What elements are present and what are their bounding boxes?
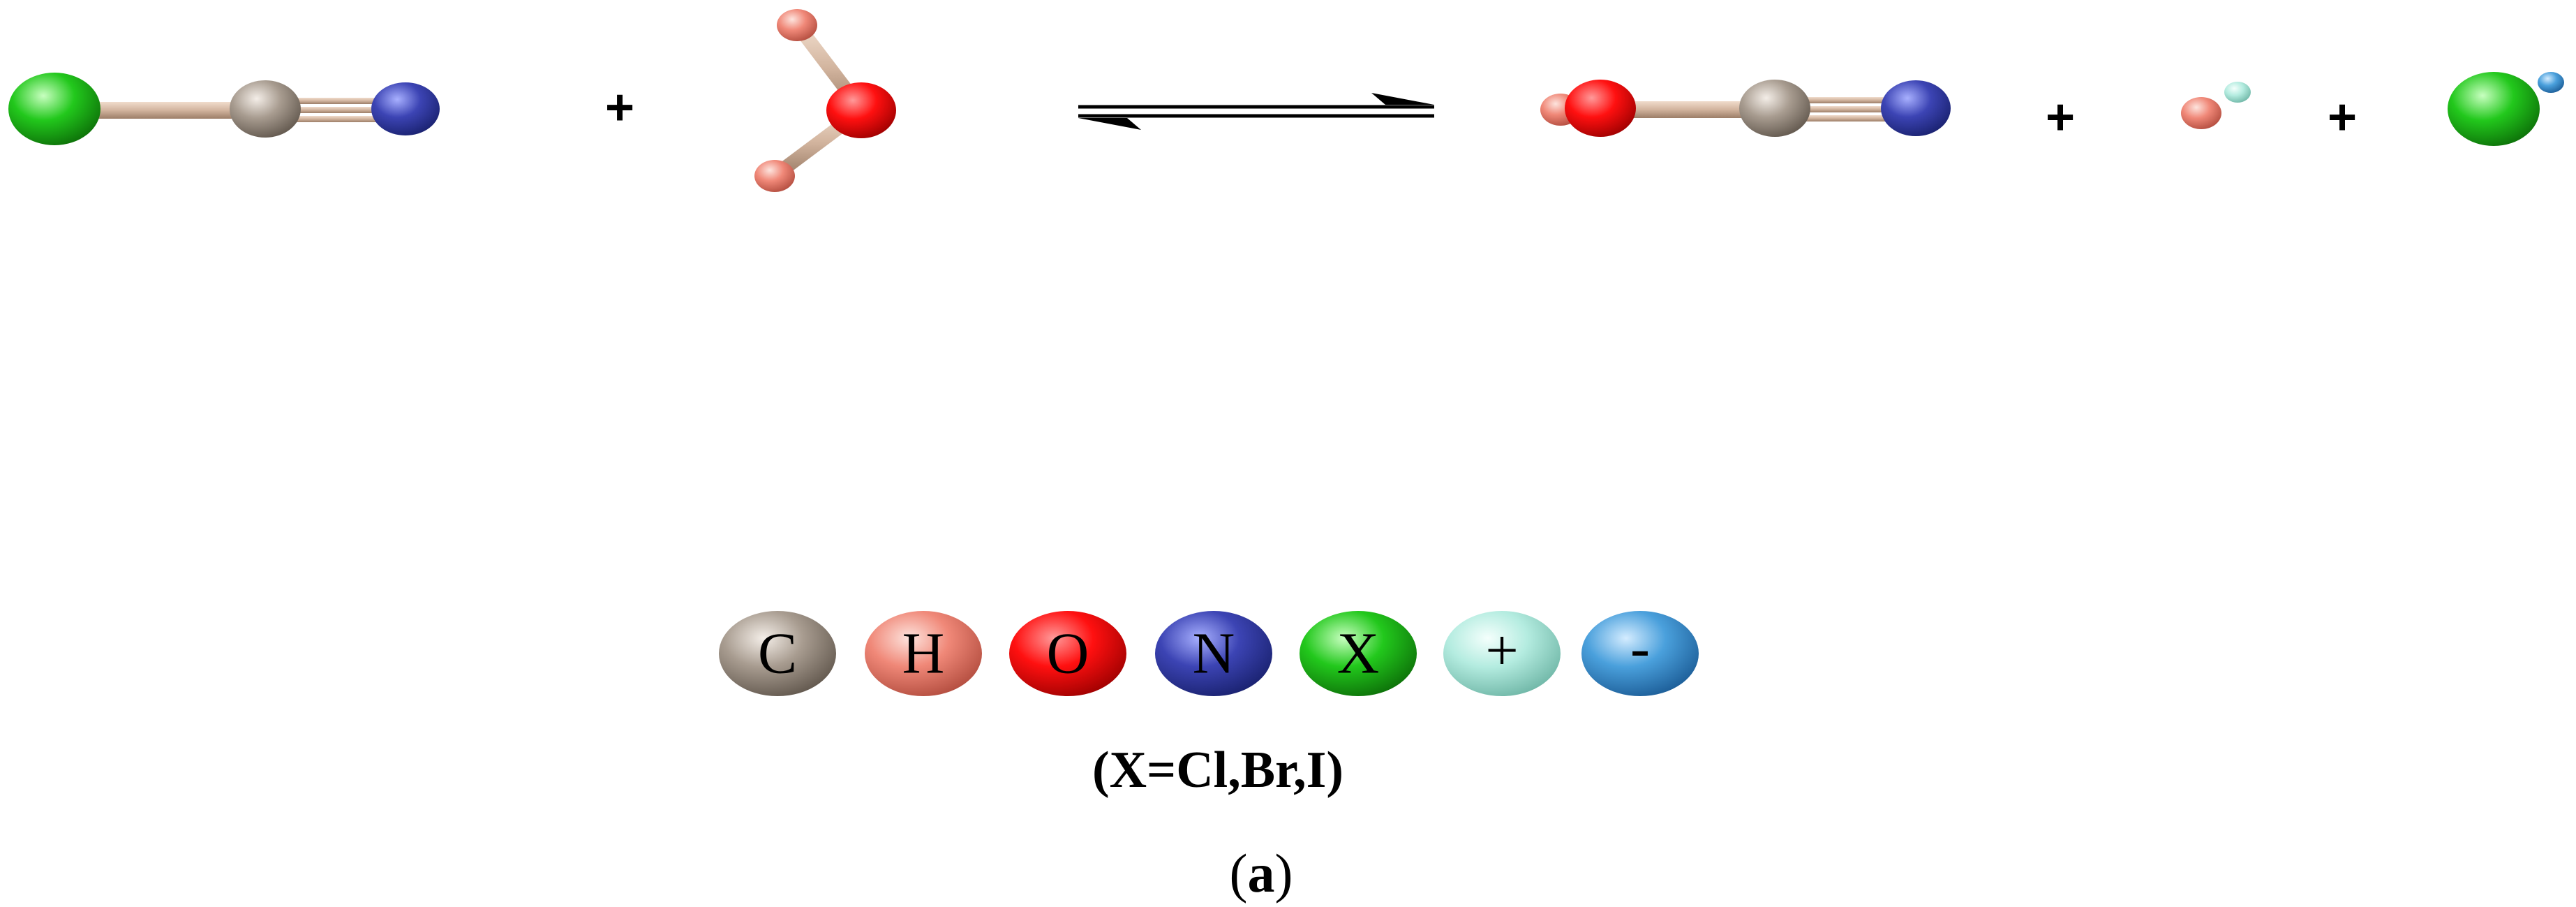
bond-c-n-2: [1773, 106, 1919, 112]
plus-sign-3: +: [2328, 89, 2357, 145]
atom-x: [8, 73, 100, 145]
atom-c: [230, 80, 301, 138]
atom-x: [2448, 72, 2540, 146]
legend-label: C: [758, 621, 797, 686]
legend-swatch: [1009, 611, 1126, 696]
atom-c: [1739, 80, 1810, 137]
legend-swatch: [1443, 611, 1561, 696]
legend-item-positive: +: [1443, 611, 1561, 696]
bond-c-n-1: [265, 98, 405, 104]
equilibrium-arrows: [1078, 93, 1434, 130]
legend-swatch: [1581, 611, 1699, 696]
legend-item-negative: -: [1581, 611, 1699, 696]
product-halide: [2448, 72, 2564, 146]
bond-c-n-1: [1773, 97, 1919, 103]
legend-note: (X=Cl,Br,I): [1092, 742, 1343, 799]
legend-item-carbon: C: [719, 611, 836, 696]
plus-sign-1: +: [605, 80, 634, 135]
legend-swatch: [865, 611, 982, 696]
atom-o: [826, 82, 896, 138]
product-cyanate: [1540, 80, 1951, 137]
legend-swatch: [1300, 611, 1417, 696]
caption-letter: a: [1248, 843, 1275, 904]
atom-n: [371, 82, 440, 135]
atom-n: [1881, 80, 1951, 136]
negative-charge: [2538, 72, 2564, 93]
legend-label: +: [1485, 619, 1518, 684]
atom-h: [2181, 97, 2221, 129]
legend-label: N: [1193, 621, 1235, 686]
atom-h-bottom: [754, 160, 795, 192]
legend-label: H: [902, 621, 945, 686]
forward-arrow-head: [1371, 93, 1434, 105]
legend-label: O: [1047, 621, 1089, 686]
bond-c-n-2: [265, 107, 405, 113]
caption-open: (: [1230, 843, 1248, 904]
legend-label: X: [1337, 621, 1380, 686]
plus-sign-2: +: [2046, 89, 2075, 145]
legend-swatch: [1155, 611, 1272, 696]
positive-charge: [2224, 82, 2251, 103]
bond-c-n-3: [265, 116, 405, 122]
caption-close: ): [1275, 843, 1293, 904]
reactant-water: [754, 9, 896, 192]
atom-o: [1565, 80, 1636, 137]
legend-item-oxygen: O: [1009, 611, 1126, 696]
atom-h-top: [777, 9, 817, 41]
reverse-arrow-head: [1078, 118, 1141, 130]
legend: C H O N X + - (X=Cl,Br,I): [719, 611, 1699, 799]
panel-caption: (a): [1230, 843, 1293, 904]
legend-label: -: [1630, 616, 1650, 681]
product-proton: [2181, 82, 2251, 129]
reactant-halo-cyanide: [8, 73, 440, 145]
legend-item-nitrogen: N: [1155, 611, 1272, 696]
bond-c-n-3: [1773, 115, 1919, 121]
legend-item-hydrogen: H: [865, 611, 982, 696]
legend-item-halogen: X: [1300, 611, 1417, 696]
legend-swatch: [719, 611, 836, 696]
